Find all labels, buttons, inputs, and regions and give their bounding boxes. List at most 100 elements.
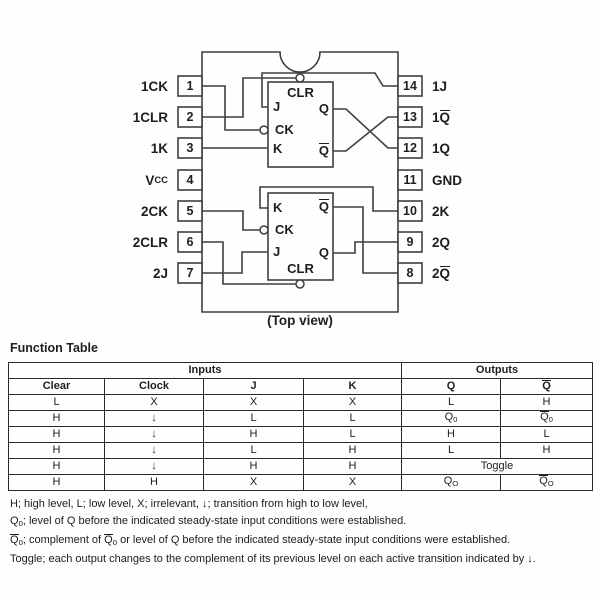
pin-3-signal-label: 1K — [150, 140, 168, 156]
ff2-clr-label: CLR — [287, 261, 314, 276]
table-row: H H X X QO QO — [8, 474, 594, 492]
pin-12-number: 12 — [403, 141, 417, 155]
ff1-q-label: Q — [318, 101, 329, 116]
cell: H — [203, 426, 304, 444]
ff2-k-label: K — [273, 200, 283, 215]
cell: H — [8, 426, 105, 444]
pin-4-number: 4 — [186, 173, 194, 187]
pin-11-box — [397, 169, 423, 191]
pin-3-box — [177, 137, 203, 159]
cell: ↓ — [104, 409, 204, 428]
ff1-k-label: K — [273, 141, 283, 156]
wire-1ck — [202, 85, 260, 131]
cell: L — [8, 394, 105, 411]
pin-9-box — [397, 231, 423, 253]
top-view-caption: (Top view) — [267, 313, 333, 328]
col-header-q: Q — [401, 378, 501, 395]
cell: L — [401, 394, 501, 411]
footnote-q0: Q0; level of Q before the indicated stea… — [10, 514, 407, 528]
pin-12-box — [397, 137, 423, 159]
ff1-clock-bubble — [259, 125, 269, 135]
toggle-cell: Toggle — [400, 458, 594, 476]
ff1-qbar-label: Q — [318, 143, 329, 158]
outputs-group-header: Outputs — [400, 362, 594, 379]
pin-1-box — [177, 75, 203, 97]
ff2-clock-bubble — [259, 225, 269, 235]
wire-1clr — [202, 77, 296, 118]
wire-2ck — [202, 210, 260, 231]
pin-9-signal-label: 2Q — [432, 234, 451, 250]
pin-5-number: 5 — [186, 204, 194, 218]
pin-10-signal-label: 2K — [432, 203, 450, 219]
table-row: H ↓ H H Toggle — [8, 458, 594, 476]
cell: H — [104, 474, 204, 492]
ff1-clr-label: CLR — [287, 85, 314, 100]
wire-2j — [202, 251, 268, 274]
inputs-group-header: Inputs — [8, 362, 402, 379]
pin-6-signal-label: 2CLR — [132, 234, 168, 250]
footnote-toggle: Toggle; each output changes to the compl… — [10, 553, 536, 566]
pin-8-number: 8 — [406, 266, 414, 280]
pin-11-number: 11 — [403, 173, 417, 187]
cell: H — [303, 442, 402, 460]
table-row: L X X X L H — [8, 394, 594, 411]
pin-13-box — [397, 106, 423, 128]
cell: L — [203, 409, 304, 428]
ff2-clear-bubble — [295, 279, 305, 289]
ic-body-outline — [201, 51, 399, 313]
cell: H — [8, 458, 105, 476]
ff1-ck-label: CK — [275, 122, 294, 137]
cell: H — [499, 394, 594, 411]
cell: Q0 — [499, 409, 594, 428]
pin-2-box — [177, 106, 203, 128]
table-row: H ↓ L H L H — [8, 442, 594, 460]
wire-1qbar — [333, 116, 398, 152]
pin-2-number: 2 — [186, 110, 194, 124]
ff2-j-label: J — [273, 244, 281, 259]
cell: ↓ — [104, 426, 204, 444]
cell: L — [303, 426, 402, 444]
pin-2-signal-label: 1CLR — [132, 109, 168, 125]
cell: H — [499, 442, 594, 460]
pin-7-signal-label: 2J — [152, 265, 168, 281]
table-row: H ↓ H L H L — [8, 426, 594, 444]
wire-2clr — [202, 241, 296, 285]
pin-14-number: 14 — [403, 79, 417, 93]
cell: L — [303, 409, 402, 428]
ff2-ck-label: CK — [275, 222, 294, 237]
pin-14-box — [397, 75, 423, 97]
pin-11-signal-label: GND — [432, 172, 462, 188]
cell: ↓ — [104, 442, 204, 460]
cell: H — [203, 458, 304, 476]
wire-1j — [261, 72, 398, 108]
function-table: Inputs Outputs Clear Clock J K Q Q L X X… — [8, 362, 594, 492]
pin-14-signal-label: 1J — [432, 78, 448, 94]
pin-6-box — [177, 231, 203, 253]
pin-8-box — [397, 262, 423, 284]
pin-12-signal-label: 1Q — [432, 140, 451, 156]
pin-1-signal-label: 1CK — [140, 78, 168, 94]
cell: L — [401, 442, 501, 460]
pin-3-number: 3 — [186, 141, 194, 155]
wire-2k — [259, 186, 398, 212]
ff2-q-label: Q — [318, 245, 329, 260]
cell: ↓ — [104, 458, 204, 476]
ic-package-drawing — [177, 51, 423, 313]
pinout-diagram: 1 2 3 4 5 6 7 14 13 12 11 10 9 8 1CK 1CL… — [132, 51, 462, 328]
cell: H — [8, 442, 105, 460]
pin-13-number: 13 — [403, 110, 417, 124]
pin-4-box — [177, 169, 203, 191]
pin-7-number: 7 — [186, 266, 194, 280]
footnote-levels: H; high level, L; low level, X; irreleva… — [10, 498, 368, 511]
col-header-clear: Clear — [8, 378, 105, 395]
cell: QO — [499, 474, 594, 492]
pin-1-number: 1 — [186, 79, 194, 93]
cell: X — [203, 394, 304, 411]
cell: Q0 — [401, 409, 501, 428]
wire-2qbar — [333, 206, 398, 274]
col-header-clock: Clock — [104, 378, 204, 395]
pin-9-number: 9 — [406, 235, 414, 249]
cell: H — [303, 458, 402, 476]
